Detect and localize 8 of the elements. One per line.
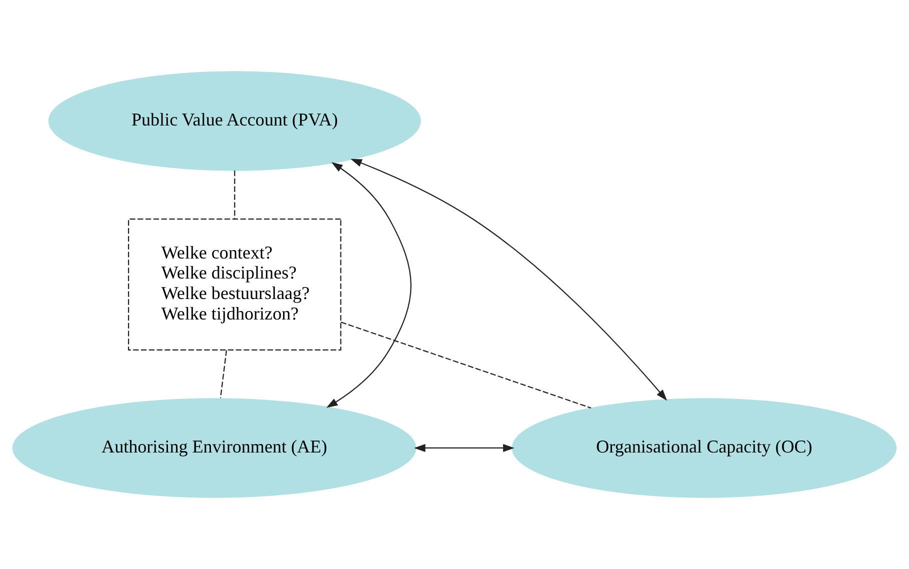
connector xyxy=(234,170,236,219)
node-ellipse: Organisational Capacity (OC) xyxy=(512,398,897,498)
connector xyxy=(340,322,592,409)
arrow xyxy=(350,158,668,401)
connector xyxy=(220,350,228,398)
arrow xyxy=(326,162,412,408)
node-box: Welke context? Welke disciplines? Welke bestuurslaag? Welke tijdhorizon? xyxy=(128,218,342,351)
arrow xyxy=(414,444,514,452)
